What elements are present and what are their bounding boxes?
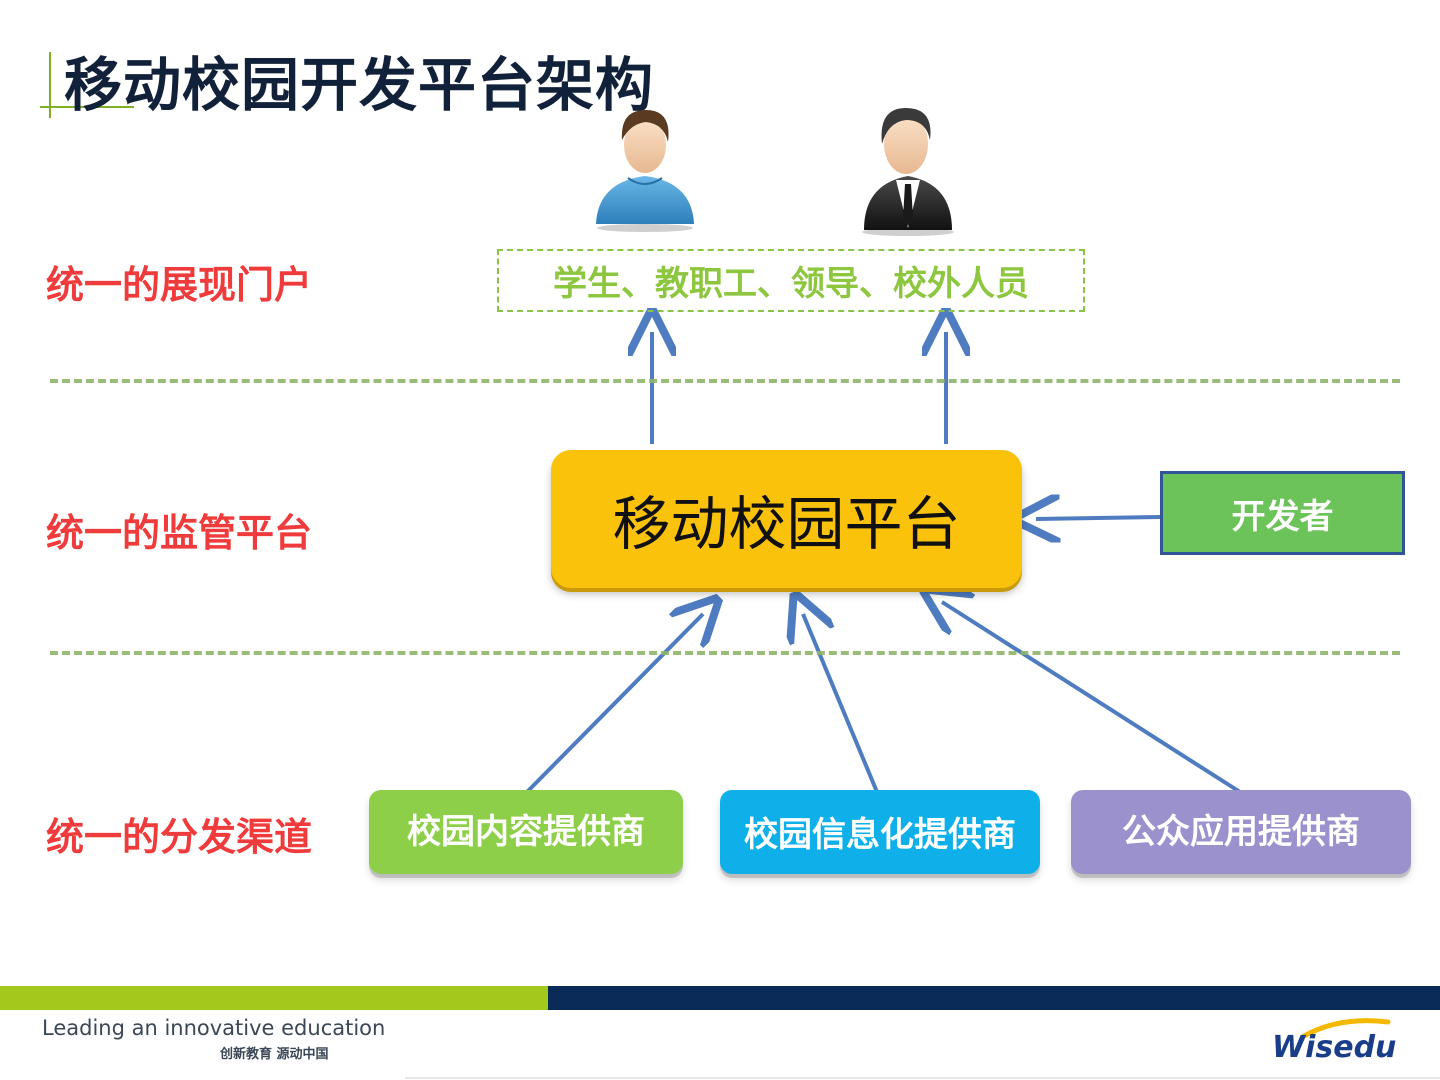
student-icon [596, 110, 694, 232]
developer-box: 开发者 [1160, 471, 1405, 555]
wisedu-logo-swoosh-icon [1301, 1018, 1391, 1039]
layer-separator-bottom [50, 651, 1400, 655]
title-accent-vertical [49, 52, 51, 118]
users-box: 学生、教职工、领导、校外人员 [497, 249, 1085, 312]
footer-bottom-line [405, 1077, 1440, 1079]
title-accent-horizontal [40, 106, 134, 108]
page-title: 移动校园开发平台架构 [64, 51, 655, 119]
leader-icon [862, 108, 954, 236]
footer-bar-navy [548, 986, 1440, 1010]
channel-campus-content-provider: 校园内容提供商 [369, 790, 683, 874]
wisedu-logo: Wisedu [1272, 1030, 1397, 1065]
mobile-campus-platform: 移动校园平台 [551, 450, 1022, 588]
channel-campus-it-provider: 校园信息化提供商 [720, 790, 1040, 874]
arrow-info-to-platform [803, 614, 879, 793]
arrow-content-to-platform [525, 614, 703, 794]
arrow-developer-to-platform [1036, 517, 1161, 519]
footer-tagline: Leading an innovative education [42, 1016, 386, 1040]
channel-public-app-provider: 公众应用提供商 [1071, 790, 1411, 874]
footer-bar-green [0, 986, 548, 1010]
arrow-public-to-platform [942, 602, 1242, 794]
footer-tagline-cn: 创新教育 源动中国 [220, 1047, 329, 1062]
layer-separator-top [50, 379, 1400, 383]
layer-label-supervision: 统一的监管平台 [46, 511, 313, 555]
layer-label-distribution: 统一的分发渠道 [46, 815, 313, 859]
layer-label-presentation: 统一的展现门户 [46, 263, 313, 307]
